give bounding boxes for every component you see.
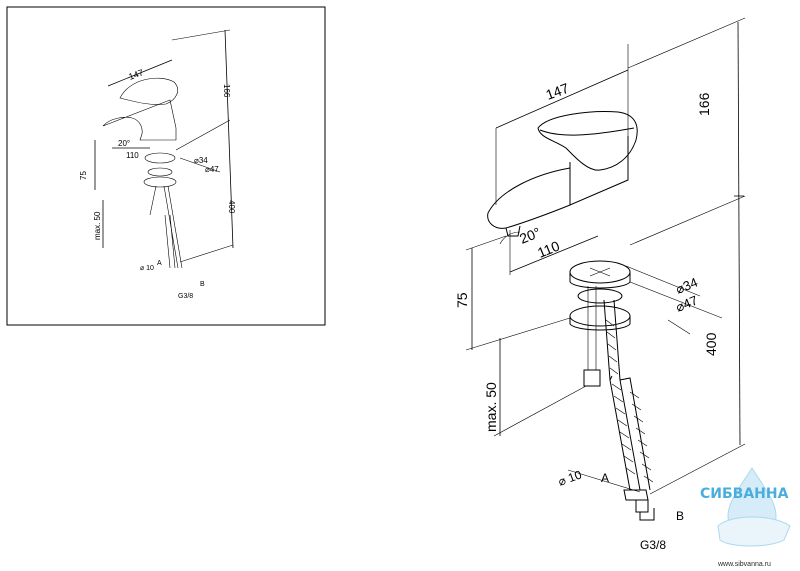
- dim-vertical-line: [737, 21, 741, 446]
- thumb-label-angle: 20°: [118, 139, 130, 148]
- thumb-base-top: [144, 152, 176, 164]
- label-g38: G3/8: [640, 538, 666, 552]
- dim-max50-ext: [493, 385, 587, 437]
- thumb-dim-vert-line: [224, 29, 234, 249]
- hose-braid: [605, 319, 654, 483]
- faucet-handle-edge: [539, 127, 635, 136]
- thumbnail-frame: [6, 6, 326, 326]
- dim-75-ext-top: [465, 235, 507, 251]
- dim-d10-line: [567, 469, 641, 493]
- thumb-label-b: B: [200, 281, 205, 288]
- watermark-url: www.sibvanna.ru: [717, 561, 771, 568]
- base-cross-2: [589, 267, 611, 277]
- label-max50: max. 50: [483, 382, 499, 432]
- thumb-ext-bottom: [179, 244, 234, 263]
- thumb-label-max50: max. 50: [93, 211, 102, 240]
- dim-110-line: [509, 235, 599, 273]
- label-400: 400: [703, 332, 719, 356]
- hose-fittings: [623, 489, 649, 513]
- thumb-label-400: 400: [227, 200, 236, 214]
- thumb-faucet-spout: [102, 99, 177, 141]
- watermark-logo: СИБВАННА www.sibvanna.ru: [700, 467, 791, 568]
- faucet-aerator: [505, 225, 521, 237]
- thumb-label-d10: ⌀ 10: [140, 265, 154, 272]
- faucet-spout-top: [487, 167, 571, 214]
- hose-b: [609, 375, 651, 491]
- base-washer-side: [569, 316, 631, 331]
- thumb-faucet-handle: [119, 77, 178, 105]
- hose-connector-g38: [639, 508, 655, 521]
- dim-75-ext-bottom: [465, 317, 571, 351]
- thumb-label-a: A: [157, 260, 162, 267]
- stud-nut: [583, 369, 601, 387]
- dim-147-line: [495, 69, 629, 129]
- thumb-label-d47: ⌀47: [205, 165, 219, 174]
- faucet-handle: [537, 111, 638, 171]
- dim-ext-mid: [629, 195, 746, 246]
- base-gasket: [577, 288, 623, 304]
- thumb-label-75: 75: [79, 171, 88, 180]
- label-angle: 20°: [517, 224, 543, 247]
- bathtub-icon: [717, 516, 791, 547]
- faucet-body: [569, 136, 629, 206]
- threaded-stud: [587, 286, 597, 370]
- thumbnail-drawing: 147 166 20° 110 75 max. 50 ⌀34 ⌀47 400 ⌀…: [6, 6, 326, 326]
- thumb-hoses-b: [164, 214, 176, 269]
- dim-d-ext: [667, 319, 691, 335]
- thumb-ext-dia: [179, 157, 221, 173]
- thumb-ext-top: [171, 29, 231, 41]
- label-d10: ⌀ 10: [556, 467, 584, 488]
- thumb-label-110: 110: [126, 151, 139, 160]
- label-d34: ⌀34: [674, 275, 700, 297]
- label-75: 75: [454, 292, 470, 308]
- watermark-brand: СИБВАННА: [700, 486, 789, 502]
- thumb-label-147: 147: [127, 67, 145, 82]
- base-disc-side: [569, 272, 631, 289]
- label-147: 147: [544, 80, 572, 103]
- dim-d34-line: [625, 265, 701, 297]
- label-b: B: [676, 509, 684, 523]
- main-drawing: 147 166 20° 110 75 ⌀34 ⌀47 400 max. 50 ⌀…: [454, 17, 746, 552]
- faucet-spout-bottom: [487, 204, 571, 229]
- dim-ext-bottom: [649, 443, 746, 495]
- label-d47: ⌀47: [674, 293, 700, 315]
- dim-ext-top: [627, 17, 746, 69]
- dim-angle-arc: [499, 231, 521, 245]
- dim-d47-line: [629, 281, 723, 319]
- thumb-base-mid: [147, 167, 173, 177]
- thumb-label-d34: ⌀34: [194, 156, 208, 165]
- thumb-ext-mid: [175, 119, 231, 151]
- label-110: 110: [535, 238, 562, 261]
- thumb-dim-147-line: [107, 59, 173, 87]
- base-washer: [569, 305, 631, 327]
- thumb-label-g38: G3/8: [178, 293, 193, 300]
- thumb-base-washer: [143, 176, 177, 188]
- label-166: 166: [696, 92, 712, 116]
- label-a: A: [601, 471, 609, 485]
- thumb-label-166: 166: [222, 84, 231, 98]
